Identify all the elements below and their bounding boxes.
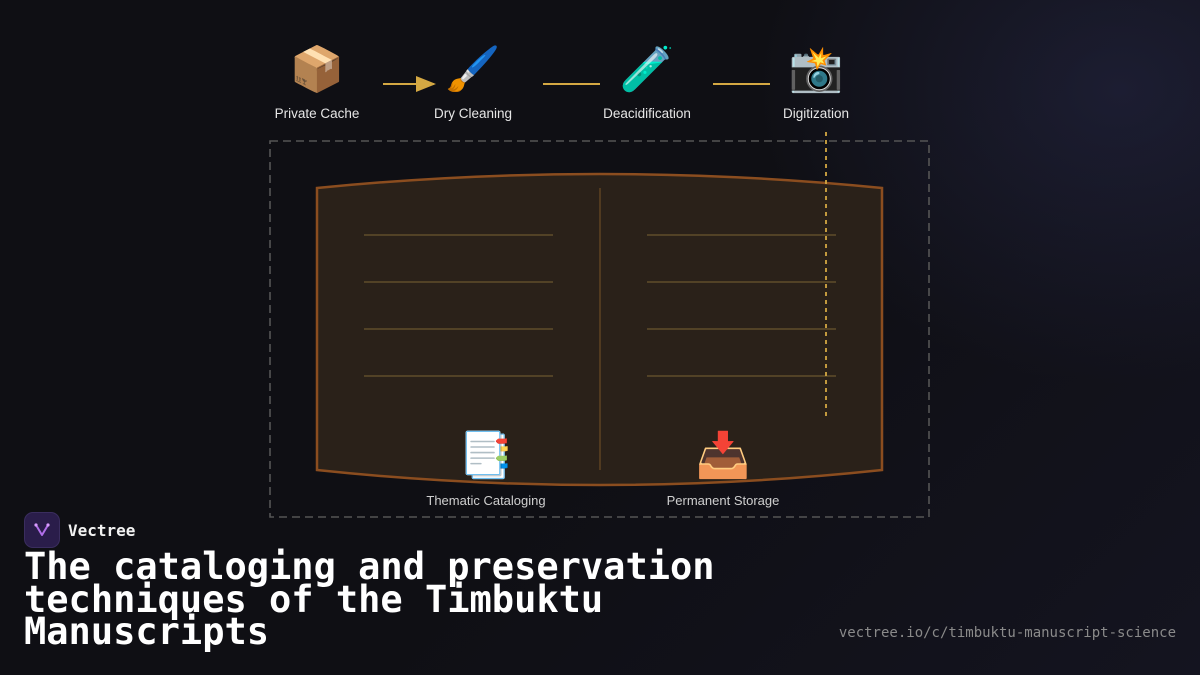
source-url[interactable]: vectree.io/c/timbuktu-manuscript-science [838, 625, 1176, 641]
vectree-logo-icon [24, 512, 60, 548]
paintbrush-icon: 🖌️ [445, 44, 501, 95]
output-thematic-cataloging: 📑 Thematic Cataloging [396, 430, 576, 508]
book-page-lines [364, 234, 836, 377]
output-label: Permanent Storage [666, 493, 780, 508]
step-label: Private Cache [274, 106, 360, 121]
output-permanent-storage: 📥 Permanent Storage [633, 430, 813, 508]
step-dry-cleaning: 🖌️ Dry Cleaning [393, 44, 553, 121]
step-label: Digitization [782, 106, 850, 121]
inbox-tray-icon: 📥 [695, 430, 751, 481]
step-private-cache: 📦 Private Cache [237, 44, 397, 121]
dashed-frame [269, 140, 930, 518]
brand-name: Vectree [68, 520, 136, 540]
brand: Vectree [24, 512, 135, 548]
camera-flash-icon: 📸 [788, 44, 844, 95]
bookmark-tabs-icon: 📑 [458, 430, 514, 481]
step-digitization: 📸 Digitization [736, 44, 896, 121]
step-label: Dry Cleaning [433, 106, 513, 121]
page-title: The cataloging and preservation techniqu… [24, 545, 715, 653]
output-label: Thematic Cataloging [426, 493, 546, 508]
step-label: Deacidification [603, 106, 691, 121]
step-deacidification: 🧪 Deacidification [567, 44, 727, 121]
test-tube-icon: 🧪 [619, 44, 675, 95]
package-icon: 📦 [289, 44, 345, 95]
